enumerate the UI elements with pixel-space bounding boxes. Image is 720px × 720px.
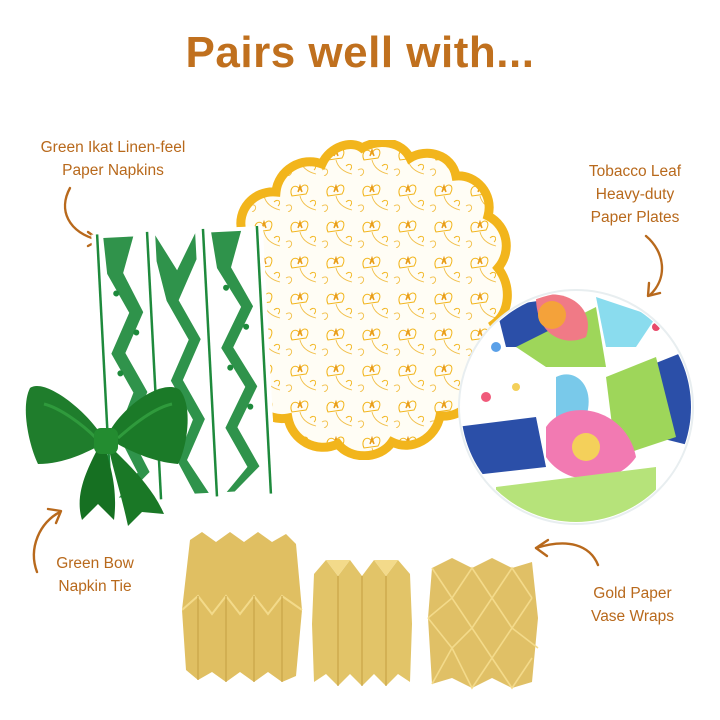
- arrow-to-plates-icon: [644, 234, 664, 298]
- plates-label-line-2: Heavy-duty: [595, 186, 675, 203]
- vases-label-line-1: Gold Paper: [593, 585, 672, 602]
- bow-label-line-1: Green Bow: [56, 555, 134, 572]
- vases-label: Gold Paper Vase Wraps: [570, 582, 695, 628]
- gold-vase-wraps-image: [182, 532, 539, 690]
- plates-label-line-3: Paper Plates: [590, 209, 680, 226]
- vase-wrap-1: [182, 532, 303, 682]
- page-title: Pairs well with...: [185, 28, 535, 77]
- bow-label-line-2: Napkin Tie: [58, 578, 132, 595]
- velvet-bow-image: [25, 386, 188, 526]
- plates-label: Tobacco Leaf Heavy-duty Paper Plates: [560, 160, 710, 229]
- napkins-label: Green Ikat Linen-feel Paper Napkins: [18, 136, 208, 182]
- napkins-label-line-1: Green Ikat Linen-feel: [40, 139, 186, 156]
- plates-label-line-1: Tobacco Leaf: [588, 163, 682, 180]
- vase-wrap-3: [427, 558, 539, 690]
- bow-label: Green Bow Napkin Tie: [30, 552, 160, 598]
- vase-wrap-2: [312, 560, 412, 686]
- vases-label-line-2: Vase Wraps: [591, 608, 674, 625]
- arrow-to-bow-icon: [32, 507, 63, 574]
- napkins-label-line-2: Paper Napkins: [62, 162, 164, 179]
- arrow-to-vases-icon: [534, 538, 600, 567]
- floral-plate-image: [458, 289, 694, 525]
